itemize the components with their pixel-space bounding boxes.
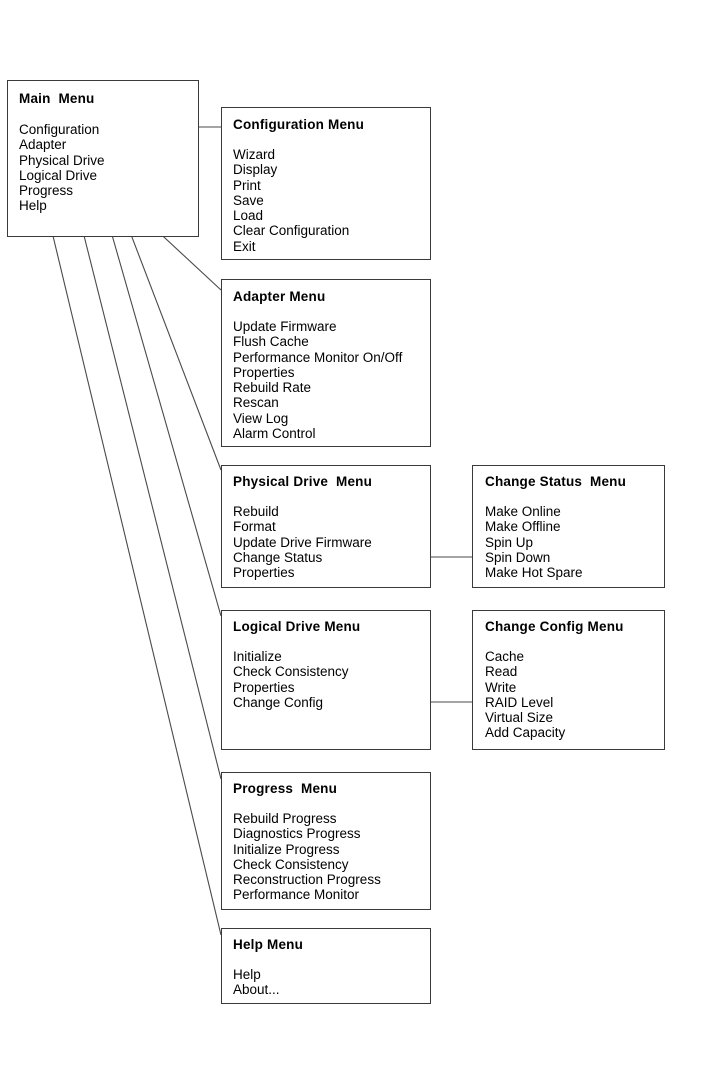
change-config-menu-title: Change Config Menu <box>485 619 624 634</box>
adapter-menu-entry[interactable]: Properties <box>233 364 295 380</box>
main-menu-entry[interactable]: Configuration <box>19 122 100 137</box>
main-menu-entry[interactable]: Help <box>19 198 47 214</box>
physical-drive-menu-entry[interactable]: Format <box>233 519 276 535</box>
physical-drive-menu-entry[interactable]: Rebuild <box>233 504 279 519</box>
physical-drive-menu-entry[interactable]: Properties <box>233 565 295 581</box>
configuration-menu-title: Configuration Menu <box>233 117 365 132</box>
configuration-menu-entry[interactable]: Exit <box>233 238 256 254</box>
configuration-menu-entry[interactable]: Save <box>233 192 264 208</box>
adapter-menu-entry[interactable]: View Log <box>233 410 289 426</box>
adapter-menu-entry[interactable]: Alarm Control <box>233 426 316 442</box>
configuration-menu-entry[interactable]: Display <box>233 162 278 178</box>
progress-menu-entry[interactable]: Reconstruction Progress <box>233 872 381 888</box>
logical-drive-menu-entry[interactable]: Initialize <box>233 649 282 664</box>
change-config-menu-entry[interactable]: Cache <box>485 649 525 664</box>
change-config-menu-entry[interactable]: Read <box>485 664 518 680</box>
adapter-menu-entry[interactable]: Performance Monitor On/Off <box>233 349 403 365</box>
logical-drive-menu-entry[interactable]: Properties <box>233 679 295 695</box>
configuration-menu-entry[interactable]: Print <box>233 177 261 193</box>
configuration-menu-entry[interactable]: Wizard <box>233 147 276 162</box>
change-config-menu-entry[interactable]: RAID Level <box>485 694 554 710</box>
progress-menu-entry[interactable]: Check Consistency <box>233 856 349 872</box>
change-status-menu-entry[interactable]: Spin Down <box>485 549 551 565</box>
change-config-menu-entry[interactable]: Add Capacity <box>485 725 566 741</box>
help-menu-title: Help Menu <box>233 937 304 952</box>
main-menu-entry[interactable]: Logical Drive <box>19 167 98 183</box>
adapter-menu-entry[interactable]: Flush Cache <box>233 334 309 350</box>
change-status-menu-entry[interactable]: Spin Up <box>485 534 534 550</box>
change-status-menu-entry[interactable]: Make Online <box>485 504 561 519</box>
adapter-menu-entry[interactable]: Rebuild Rate <box>233 380 312 396</box>
adapter-menu-title: Adapter Menu <box>233 289 326 304</box>
main-menu-entry[interactable]: Progress <box>19 183 74 199</box>
main-menu-entry[interactable]: Adapter <box>19 137 67 153</box>
main-menu-entry[interactable]: Physical Drive <box>19 152 105 168</box>
physical-drive-menu-title: Physical Drive Menu <box>233 474 373 489</box>
logical-drive-menu-entry[interactable]: Check Consistency <box>233 664 349 680</box>
logical-drive-menu-title: Logical Drive Menu <box>233 619 361 634</box>
main-menu-title: Main Menu <box>19 91 95 106</box>
help-menu-entry[interactable]: About... <box>233 982 280 998</box>
change-status-menu-entry[interactable]: Make Hot Spare <box>485 565 583 581</box>
progress-menu-entry[interactable]: Initialize Progress <box>233 841 340 857</box>
physical-drive-menu-entry[interactable]: Update Drive Firmware <box>233 534 372 550</box>
help-to-help-menu <box>46 210 222 936</box>
progress-menu-entry[interactable]: Diagnostics Progress <box>233 826 361 842</box>
change-status-menu-title: Change Status Menu <box>485 474 627 489</box>
progress-to-progress-menu <box>73 195 222 780</box>
progress-menu-entry[interactable]: Rebuild Progress <box>233 811 337 826</box>
adapter-menu-entry[interactable]: Rescan <box>233 395 279 411</box>
logical-drive-menu-entry[interactable]: Change Config <box>233 694 324 710</box>
progress-menu-title: Progress Menu <box>233 781 338 796</box>
configuration-menu-entry[interactable]: Load <box>233 208 264 224</box>
change-status-menu-entry[interactable]: Make Offline <box>485 519 561 535</box>
help-menu-entry[interactable]: Help <box>233 967 261 982</box>
physical-drive-menu-entry[interactable]: Change Status <box>233 549 323 565</box>
logical-drive-to-logical-drive-menu <box>95 178 222 617</box>
change-config-menu-entry[interactable]: Write <box>485 679 517 695</box>
configuration-menu-entry[interactable]: Clear Configuration <box>233 223 350 239</box>
change-config-menu-entry[interactable]: Virtual Size <box>485 710 554 726</box>
progress-menu-entry[interactable]: Performance Monitor <box>233 887 360 903</box>
adapter-menu-entry[interactable]: Update Firmware <box>233 319 337 334</box>
